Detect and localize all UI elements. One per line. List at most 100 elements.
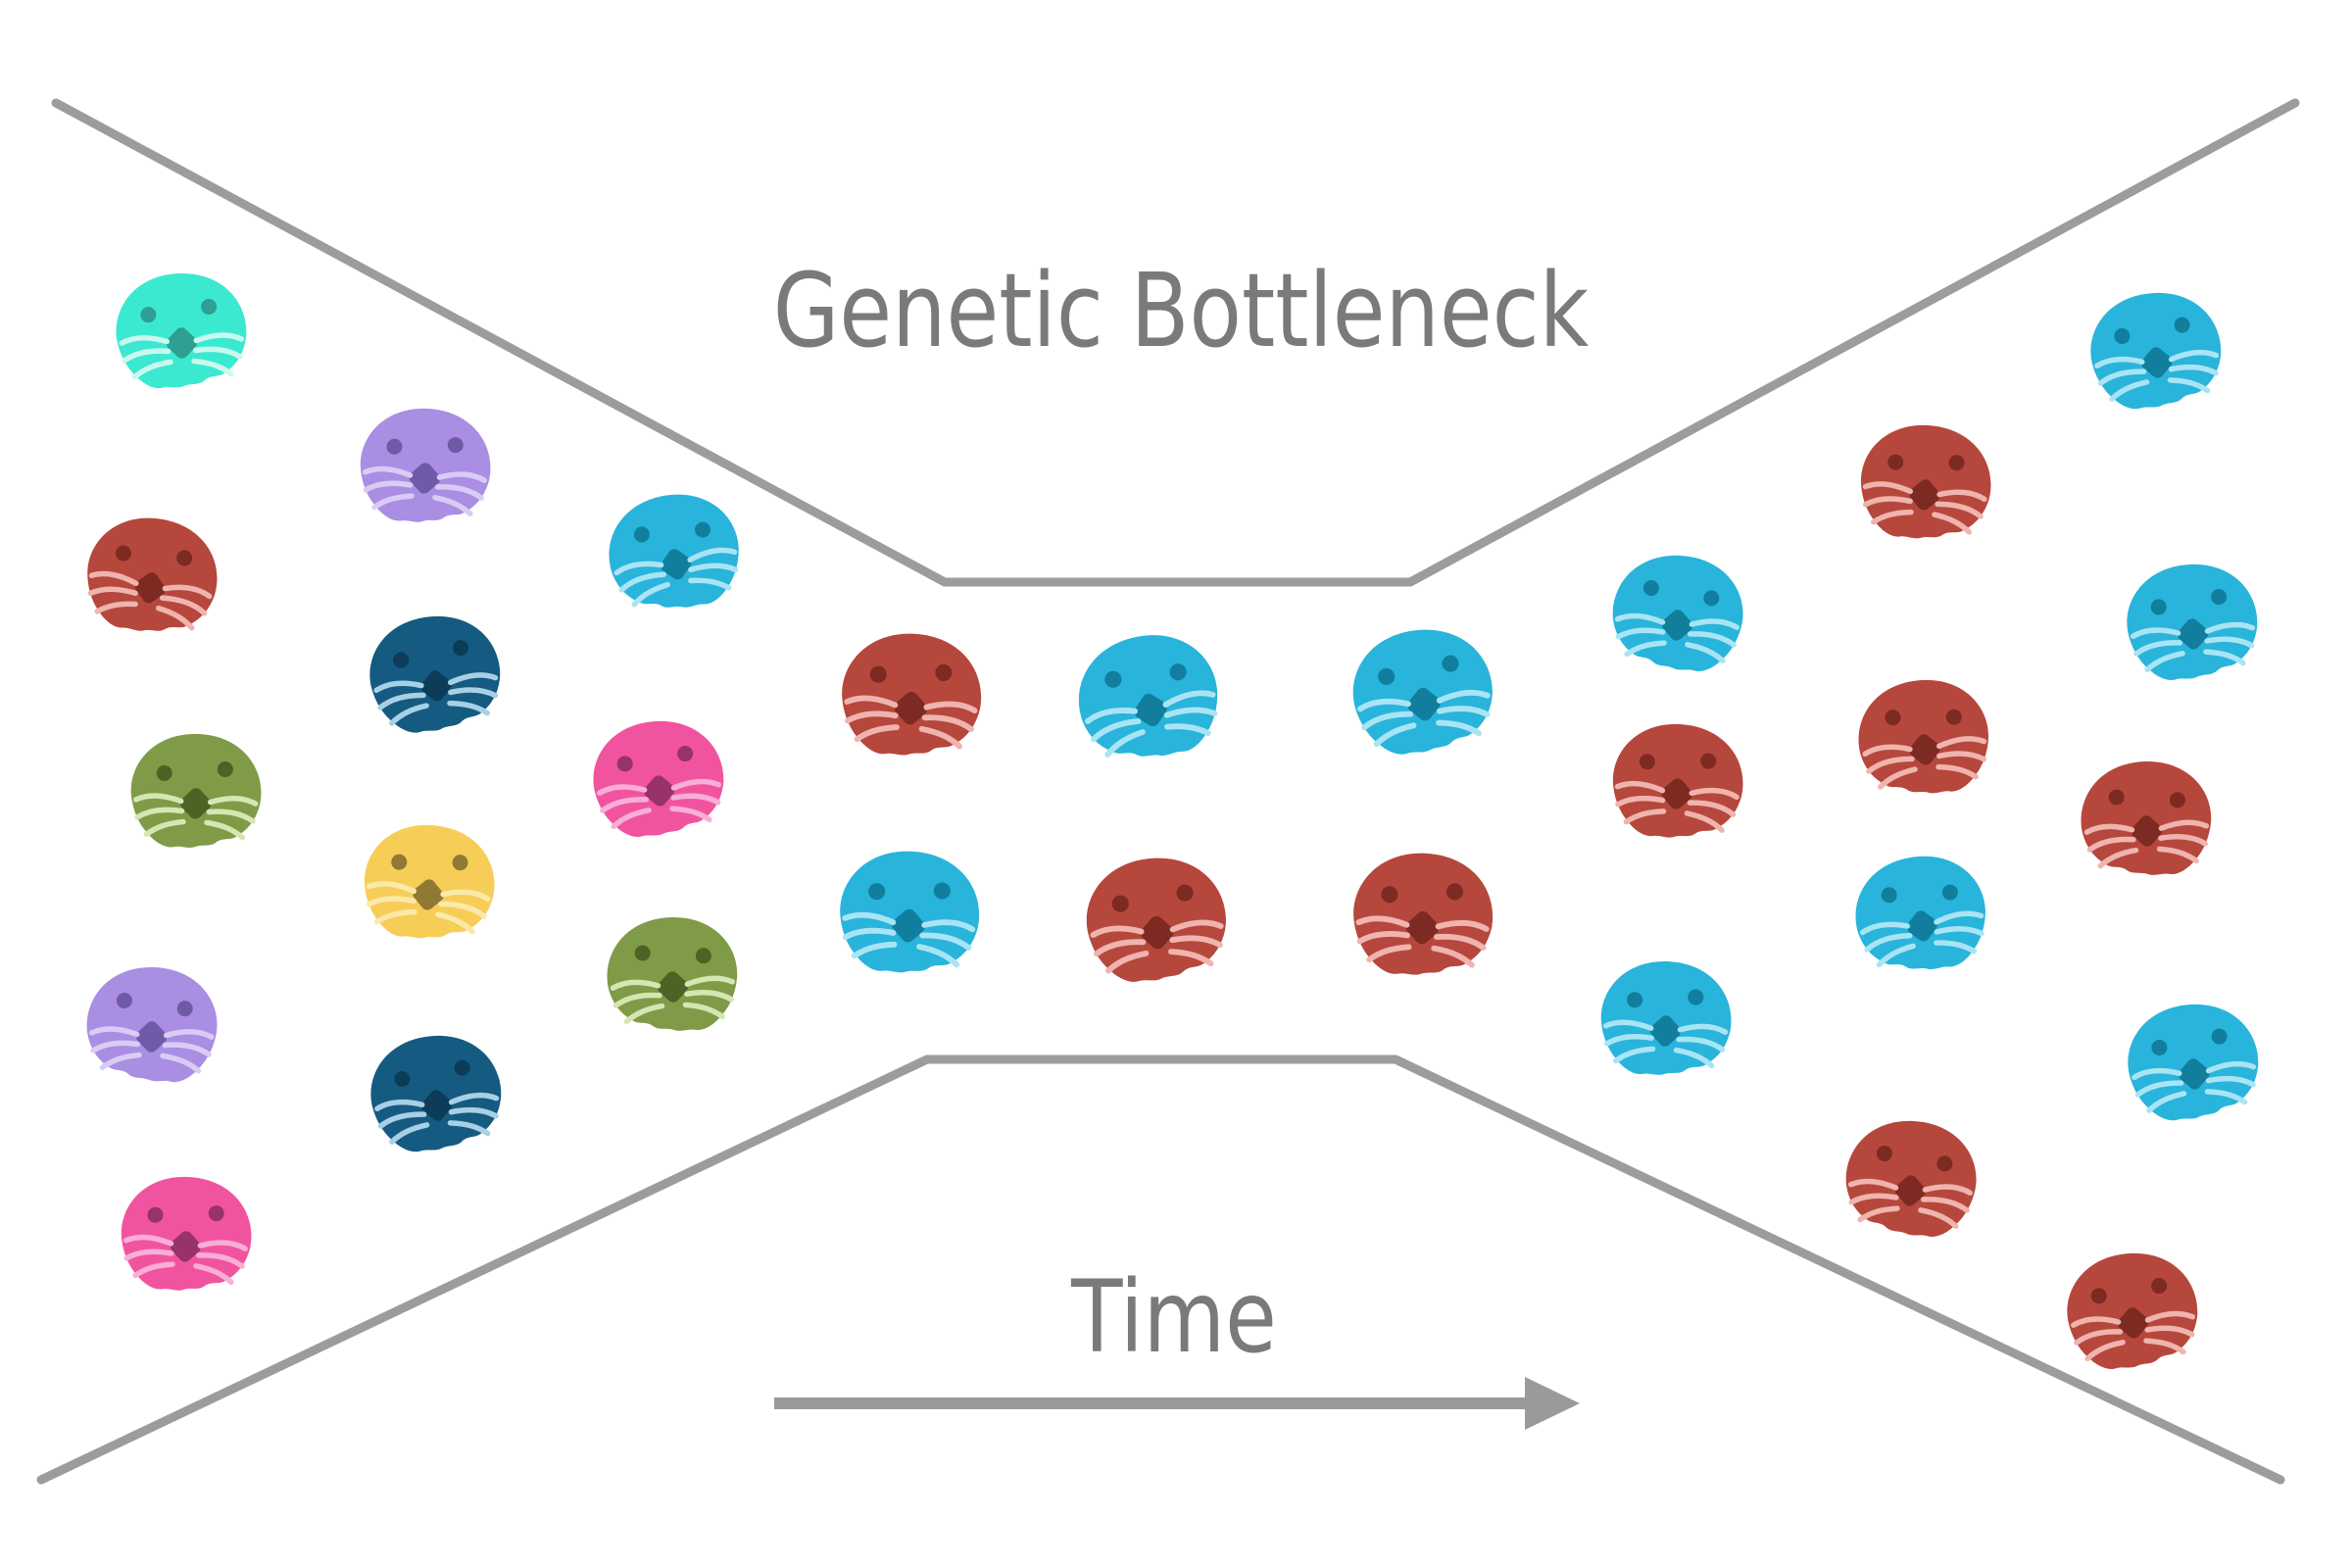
face-nose [179, 788, 212, 819]
face-eye-right [1442, 655, 1459, 672]
face-whisker [377, 1111, 427, 1129]
face-whisker [1356, 930, 1410, 945]
face-whisker [1918, 1207, 1959, 1230]
face-whisker [204, 819, 246, 841]
face-nose [1134, 693, 1167, 727]
face-whisker [1862, 496, 1913, 508]
face-whisker [197, 1240, 249, 1251]
face-eye-left [2169, 792, 2185, 808]
face-whisker [389, 703, 429, 726]
face-eye-left [393, 652, 410, 668]
face-whisker [613, 561, 664, 576]
face-whisker [1436, 706, 1491, 718]
face-eye-right [634, 945, 651, 961]
face-whisker [2167, 377, 2211, 394]
face-whisker [160, 1053, 202, 1074]
face-whisker [921, 714, 974, 733]
face-whisker [90, 1040, 141, 1054]
face-eye-left [1887, 454, 1904, 470]
face-eye-right [1446, 883, 1464, 901]
face-whisker [611, 808, 652, 830]
face-whisker [162, 584, 213, 600]
face-eye-left [695, 521, 711, 538]
face-whisker [1366, 944, 1412, 963]
face-eye-right [1876, 1146, 1892, 1162]
face-eye-right [2211, 1028, 2228, 1045]
face-whisker [143, 818, 186, 838]
otter-face-red [1860, 424, 1991, 539]
face-whisker [131, 359, 173, 380]
face-nose [2131, 815, 2163, 847]
face-whisker [1935, 501, 1984, 519]
face-whisker [1090, 925, 1145, 939]
time-arrow-head [1525, 1377, 1580, 1430]
face-whisker [122, 1234, 174, 1247]
face-whisker [2158, 834, 2209, 847]
face-whisker [2097, 847, 2139, 869]
face-whisker [192, 346, 243, 360]
face-whisker [207, 796, 259, 807]
otter-face-navy [370, 1035, 502, 1152]
face-whisker [1862, 481, 1913, 495]
face-eye-right [1104, 670, 1122, 688]
face-whisker [1876, 943, 1916, 968]
face-whisker [87, 586, 138, 597]
face-eye-right [116, 993, 132, 1009]
face-nose [166, 327, 198, 359]
face-whisker [1094, 939, 1147, 957]
face-whisker [1164, 723, 1211, 737]
face-eye-left [1381, 886, 1398, 904]
otter-face-red [2067, 1253, 2198, 1369]
face-whisker [123, 1249, 174, 1261]
face-whisker [2086, 836, 2136, 853]
face-whisker [2094, 357, 2145, 369]
face-whisker [448, 672, 499, 686]
face-whisker [1936, 489, 1987, 503]
face-whisker [2204, 1089, 2248, 1105]
face-nose [421, 1090, 453, 1121]
face-eye-right [935, 663, 953, 681]
face-whisker [162, 1042, 212, 1057]
face-whisker [1355, 915, 1410, 928]
face-eye-left [140, 307, 157, 323]
face-whisker [1373, 722, 1417, 748]
face-whisker [1615, 795, 1666, 808]
face-nose [1906, 910, 1937, 942]
otter-face-red [1845, 1121, 1977, 1237]
face-whisker [1168, 949, 1214, 967]
face-whisker [448, 1093, 500, 1105]
face-whisker [918, 725, 963, 750]
face-whisker [1676, 1036, 1726, 1053]
face-nose [420, 670, 452, 702]
face-whisker [687, 547, 738, 564]
face-nose [170, 1231, 201, 1262]
face-whisker [94, 601, 138, 614]
otter-face-cyan [1078, 635, 1218, 758]
face-eye-right [1700, 753, 1717, 769]
face-whisker [618, 571, 667, 593]
time-label-text: Time [1071, 1259, 1277, 1376]
face-eye-right [176, 550, 193, 566]
face-whisker [363, 480, 414, 493]
face-eye-left [156, 764, 172, 781]
face-whisker [1857, 1205, 1900, 1223]
face-eye-right [633, 526, 650, 543]
face-eye-left [115, 545, 131, 562]
face-whisker [842, 911, 897, 926]
face-whisker [2074, 1329, 2124, 1346]
face-nose [1661, 778, 1692, 809]
face-whisker [1687, 800, 1737, 817]
face-whisker [1859, 921, 1911, 936]
face-whisker [688, 577, 732, 591]
diagram-title: Genetic Bottleneck [695, 260, 1666, 362]
face-whisker [2144, 1325, 2195, 1338]
face-whisker [1871, 509, 1914, 525]
diagram-title-text: Genetic Bottleneck [772, 251, 1590, 370]
otter-face-navy [369, 615, 501, 733]
face-eye-right [454, 1059, 470, 1076]
face-whisker [206, 808, 256, 824]
face-whisker [1357, 698, 1411, 712]
face-whisker [2146, 1091, 2187, 1113]
face-eye-left [695, 948, 711, 964]
face-whisker [1936, 763, 1979, 780]
